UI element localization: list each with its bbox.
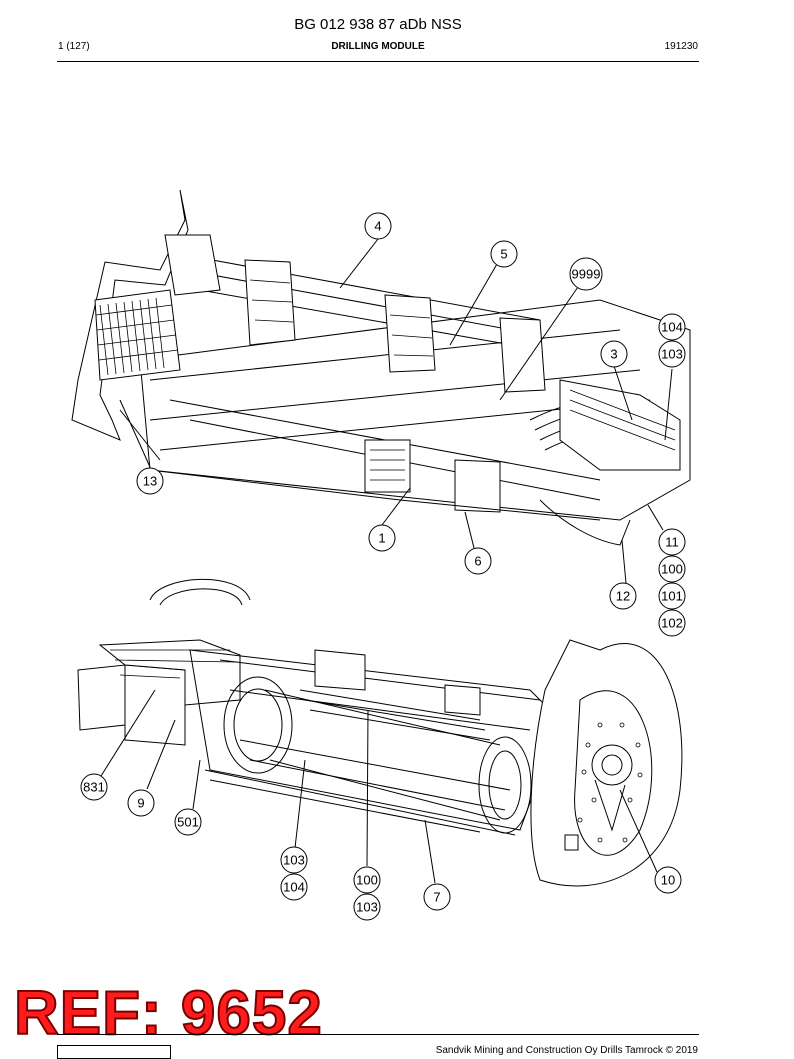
svg-text:831: 831 <box>83 780 105 795</box>
svg-text:9999: 9999 <box>572 267 601 282</box>
date-code: 191230 <box>664 41 698 52</box>
svg-text:104: 104 <box>283 880 305 895</box>
svg-text:101: 101 <box>661 589 683 604</box>
svg-text:12: 12 <box>616 589 630 604</box>
callout-1: 1 <box>368 524 396 552</box>
callout-100-upper: 100 <box>658 555 686 583</box>
callout-100-lower: 100 <box>353 866 381 894</box>
callout-102: 102 <box>658 609 686 637</box>
footer-copyright: Sandvik Mining and Construction Oy Drill… <box>435 1045 698 1056</box>
upper-assembly <box>71 189 691 546</box>
brand-logo <box>57 1045 171 1059</box>
callout-10: 10 <box>654 866 682 894</box>
svg-text:13: 13 <box>143 474 157 489</box>
svg-text:4: 4 <box>374 219 381 234</box>
callout-104-upper: 104 <box>658 313 686 341</box>
page-title: DRILLING MODULE <box>331 41 425 52</box>
svg-text:9: 9 <box>137 796 144 811</box>
callout-7: 7 <box>423 883 451 911</box>
page-number: 1 (127) <box>58 41 90 52</box>
svg-text:104: 104 <box>661 320 683 335</box>
svg-text:501: 501 <box>177 815 199 830</box>
callout-12: 12 <box>609 582 637 610</box>
svg-text:103: 103 <box>356 900 378 915</box>
callout-6: 6 <box>464 547 492 575</box>
callout-103-lower-left: 103 <box>280 846 308 874</box>
svg-text:102: 102 <box>661 616 683 631</box>
callout-9999: 9999 <box>569 257 603 291</box>
callout-11: 11 <box>658 528 686 556</box>
callout-103-upper: 103 <box>658 340 686 368</box>
callout-3: 3 <box>600 340 628 368</box>
svg-text:1: 1 <box>378 531 385 546</box>
svg-text:3: 3 <box>610 347 617 362</box>
header-rule <box>57 61 699 62</box>
lower-assembly <box>77 578 683 887</box>
svg-text:10: 10 <box>661 873 675 888</box>
callout-501: 501 <box>174 808 202 836</box>
svg-text:103: 103 <box>661 347 683 362</box>
callout-13: 13 <box>136 467 164 495</box>
callout-101: 101 <box>658 582 686 610</box>
callout-4: 4 <box>364 212 392 240</box>
callout-831: 831 <box>80 773 108 801</box>
callout-9: 9 <box>127 789 155 817</box>
svg-text:100: 100 <box>356 873 378 888</box>
reference-stamp: REF: 9652 <box>13 979 323 1048</box>
document-id: BG 012 938 87 aDb NSS <box>294 16 462 33</box>
leader-lines <box>100 238 673 884</box>
svg-text:103: 103 <box>283 853 305 868</box>
svg-text:7: 7 <box>433 890 440 905</box>
svg-text:11: 11 <box>665 535 679 550</box>
footer-rule <box>57 1034 699 1035</box>
svg-text:5: 5 <box>500 247 507 262</box>
svg-text:100: 100 <box>661 562 683 577</box>
callout-5: 5 <box>490 240 518 268</box>
callout-103-lower-mid: 103 <box>353 893 381 921</box>
callout-104-lower: 104 <box>280 873 308 901</box>
svg-text:6: 6 <box>474 554 481 569</box>
